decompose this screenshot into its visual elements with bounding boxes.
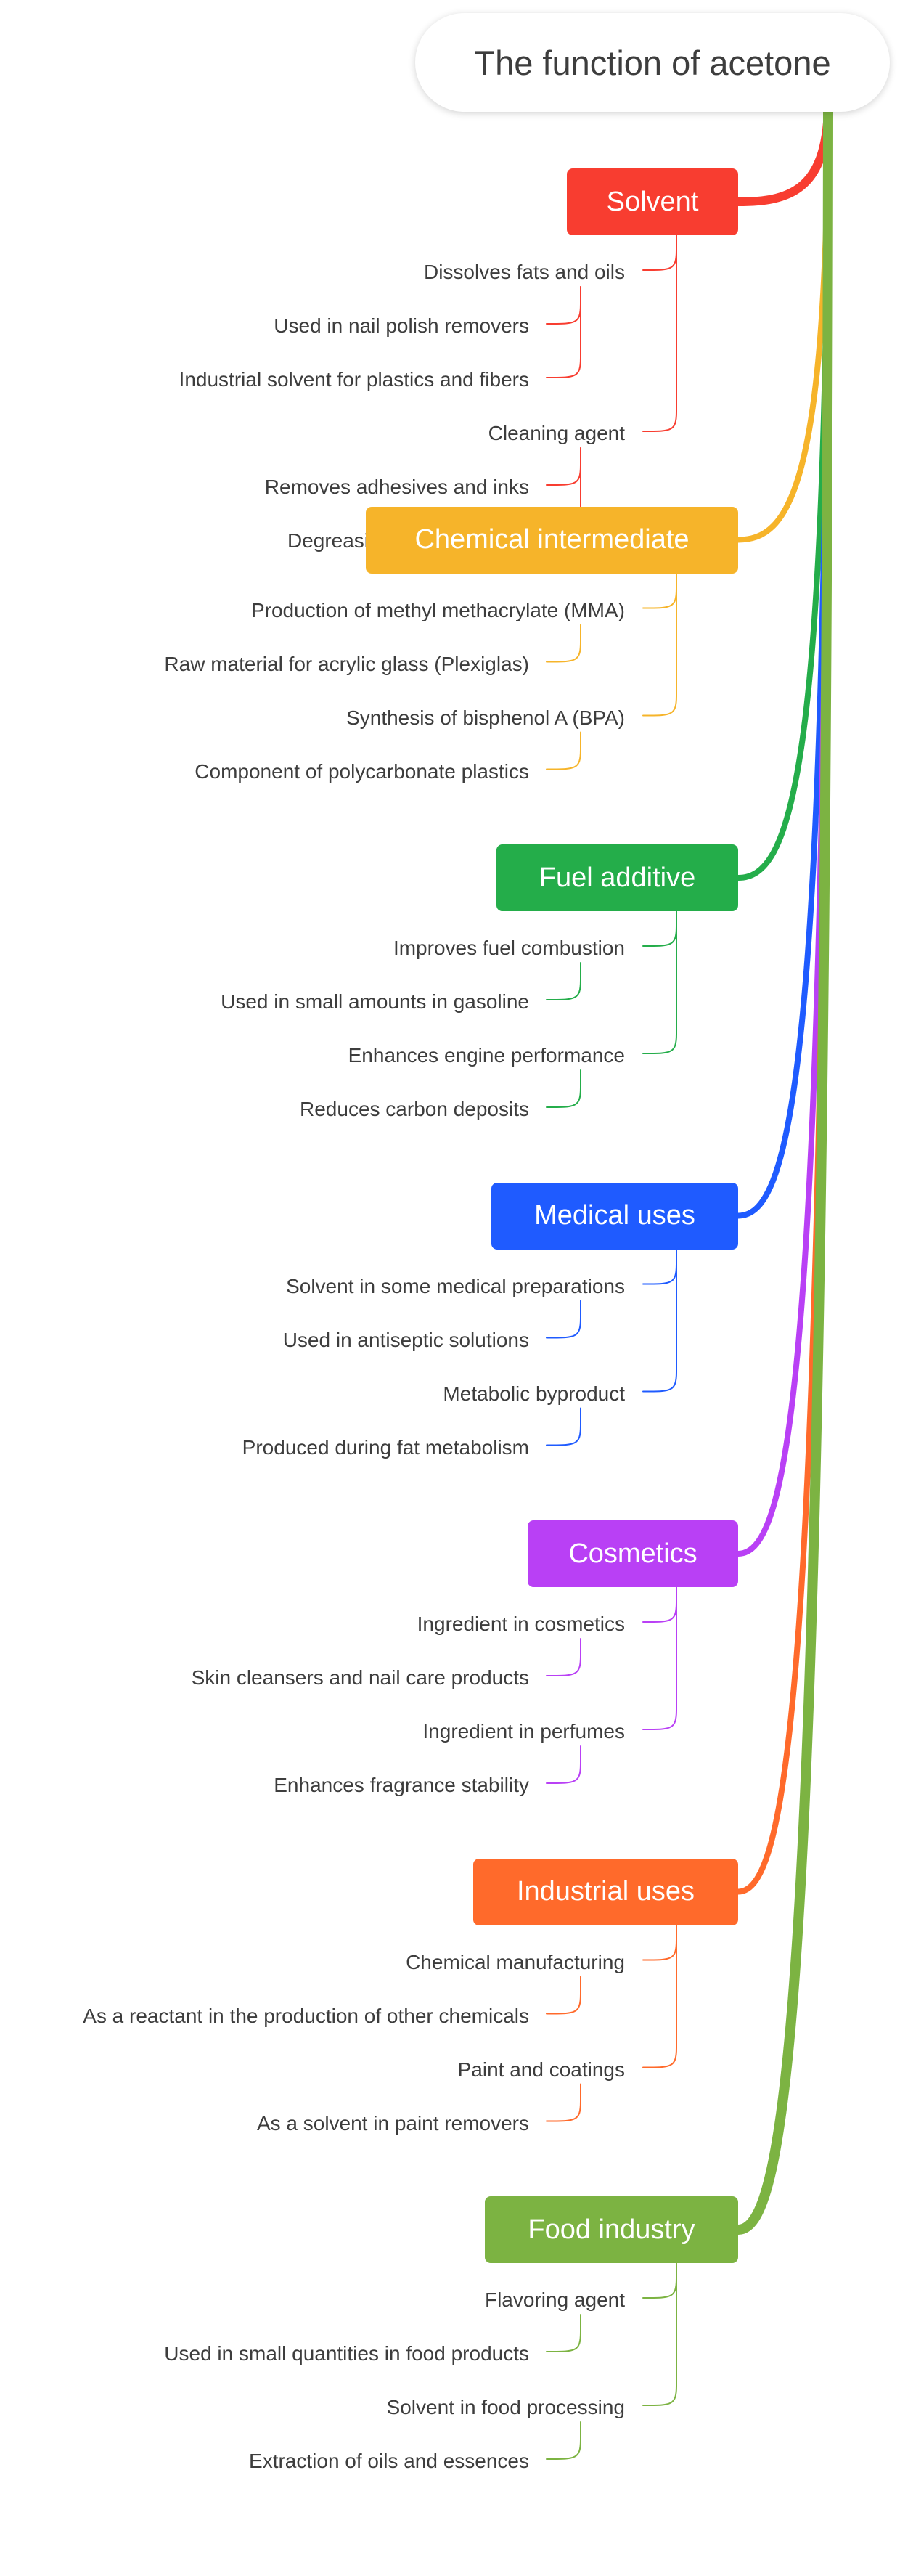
subtopic-link: [642, 1602, 677, 1623]
subtopic-link: [642, 1033, 677, 1055]
subtopic-link: [642, 1709, 677, 1731]
branch-node[interactable]: Industrial uses: [473, 1858, 738, 1925]
subtopic-node[interactable]: Metabolic byproduct: [443, 1382, 625, 1405]
subtopic-link: [642, 695, 677, 717]
detail-link: [546, 286, 581, 379]
detail-node[interactable]: Component of polycarbonate plastics: [195, 759, 529, 783]
detail-link: [546, 2083, 581, 2122]
subtopic-link: [642, 1939, 677, 1961]
branch-label: Solvent: [606, 186, 699, 217]
branch-label: Cosmetics: [568, 1538, 698, 1569]
subtopic-node[interactable]: Cleaning agent: [488, 422, 625, 444]
detail-node[interactable]: Used in nail polish removers: [274, 314, 529, 337]
branch-node[interactable]: Food industry: [485, 2196, 738, 2263]
detail-node[interactable]: As a reactant in the production of other…: [83, 2004, 529, 2027]
branch-label: Chemical intermediate: [414, 524, 690, 555]
detail-link: [546, 962, 581, 1001]
subtopic-node[interactable]: Solvent in some medical preparations: [286, 1274, 625, 1297]
subtopic-link: [642, 587, 677, 609]
detail-link: [546, 1300, 581, 1339]
subtopic-link: [642, 2385, 677, 2407]
subtopic-link: [642, 1263, 677, 1285]
subtopic-link: [642, 2278, 677, 2299]
subtopic-node[interactable]: Paint and coatings: [457, 2058, 625, 2081]
subtopic-link: [642, 2047, 677, 2068]
subtopic-link: [642, 1371, 677, 1393]
detail-node[interactable]: Used in antiseptic solutions: [282, 1328, 529, 1351]
detail-link: [546, 447, 581, 486]
detail-node[interactable]: Reduces carbon deposits: [300, 1098, 529, 1120]
subtopic-node[interactable]: Enhances engine performance: [348, 1044, 625, 1067]
detail-node[interactable]: Removes adhesives and inks: [264, 476, 529, 498]
subtopic-link: [642, 926, 677, 947]
root-node[interactable]: The function of acetone: [415, 13, 890, 112]
subtopic-node[interactable]: Flavoring agent: [484, 2288, 625, 2311]
detail-link: [546, 1069, 581, 1109]
detail-link: [546, 2421, 581, 2461]
detail-node[interactable]: Raw material for acrylic glass (Plexigla…: [164, 652, 529, 675]
detail-link: [546, 1745, 581, 1785]
detail-link: [546, 1638, 581, 1677]
branch-label: Food industry: [528, 2214, 695, 2245]
subtopic-node[interactable]: Dissolves fats and oils: [423, 261, 625, 283]
subtopic-link: [642, 250, 677, 272]
branch-link: [733, 104, 833, 2235]
subtopic-node[interactable]: Synthesis of bisphenol A (BPA): [346, 706, 625, 729]
subtopic-node[interactable]: Solvent in food processing: [386, 2396, 625, 2418]
subtopic-node[interactable]: Production of methyl methacrylate (MMA): [250, 598, 625, 621]
branch-label: Industrial uses: [516, 1876, 695, 1907]
detail-node[interactable]: Skin cleansers and nail care products: [191, 1666, 529, 1689]
detail-link: [546, 2314, 581, 2353]
detail-link: [546, 286, 581, 325]
detail-link: [546, 731, 581, 770]
detail-node[interactable]: Produced during fat metabolism: [242, 1435, 529, 1459]
detail-node[interactable]: Used in small quantities in food product…: [164, 2342, 529, 2365]
detail-node[interactable]: Industrial solvent for plastics and fibe…: [179, 368, 529, 391]
detail-node[interactable]: Used in small amounts in gasoline: [221, 990, 529, 1013]
subtopic-node[interactable]: Ingredient in cosmetics: [417, 1613, 625, 1635]
detail-node[interactable]: As a solvent in paint removers: [256, 2111, 529, 2135]
subtopic-node[interactable]: Improves fuel combustion: [393, 937, 625, 959]
subtopic-link: [642, 411, 677, 433]
branch-node[interactable]: Medical uses: [491, 1182, 738, 1250]
detail-link: [546, 624, 581, 663]
detail-link: [546, 1407, 581, 1446]
branch-label: Medical uses: [534, 1200, 695, 1231]
branch-node[interactable]: Fuel additive: [496, 844, 738, 911]
subtopic-node[interactable]: Chemical manufacturing: [406, 1950, 625, 1973]
branch-node[interactable]: Solvent: [567, 168, 738, 235]
detail-link: [546, 1976, 581, 2015]
detail-node[interactable]: Extraction of oils and essences: [249, 2450, 529, 2472]
branch-node[interactable]: Cosmetics: [528, 1520, 738, 1587]
branch-label: Fuel additive: [539, 862, 696, 893]
subtopic-node[interactable]: Ingredient in perfumes: [422, 1720, 625, 1743]
root-title: The function of acetone: [474, 43, 831, 82]
branch-node[interactable]: Chemical intermediate: [366, 506, 738, 574]
branch-link: [735, 106, 831, 881]
detail-node[interactable]: Enhances fragrance stability: [274, 1774, 529, 1796]
branch-link: [734, 105, 832, 206]
